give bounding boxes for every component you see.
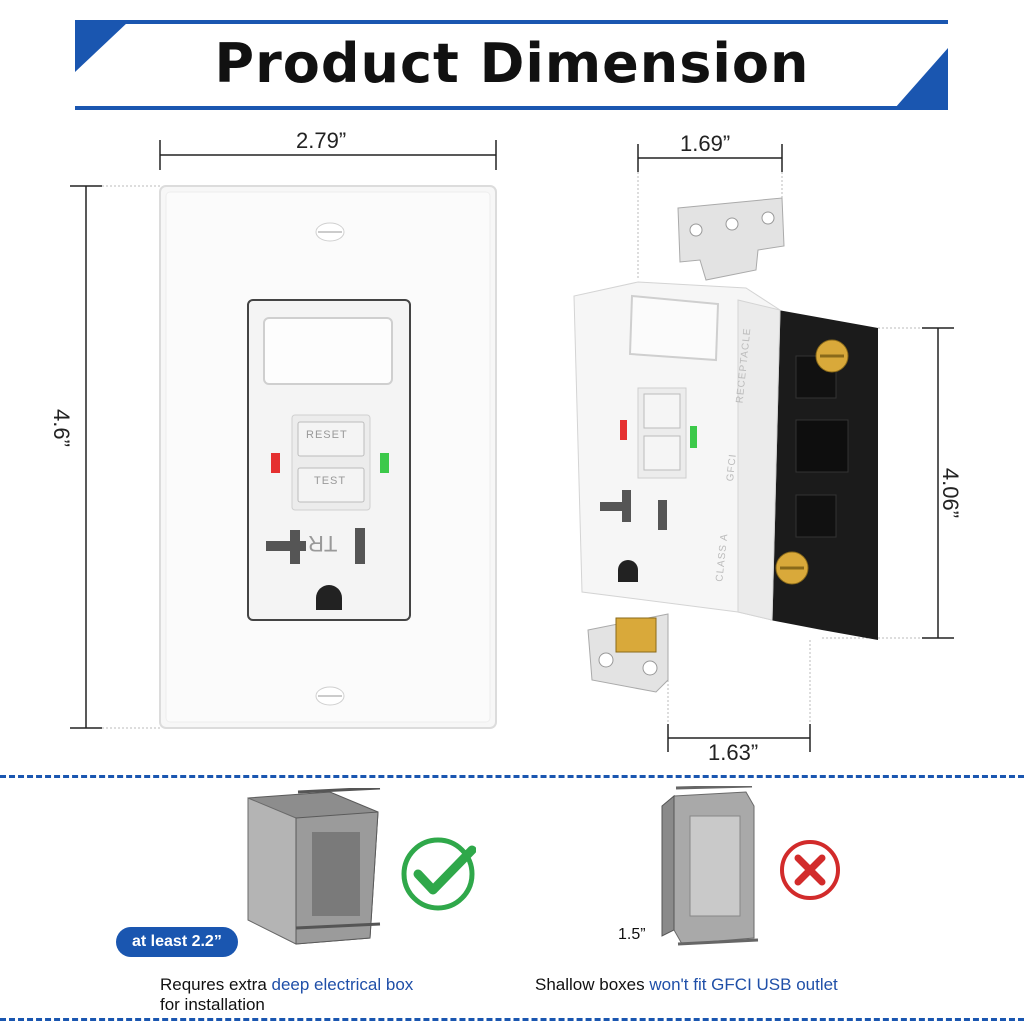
outlet-height-label: 4.06” xyxy=(938,467,964,519)
deep-box-depth-badge: at least 2.2” xyxy=(116,927,238,957)
plate-width-label: 2.79” xyxy=(296,128,347,153)
deep-box-caption-line2: for installation xyxy=(160,995,265,1014)
divider-top xyxy=(0,775,1024,778)
plate-height-label: 4.6” xyxy=(48,409,74,447)
deep-box-caption-highlight: deep electrical box xyxy=(271,975,414,994)
shallow-box-depth-label: 1.5” xyxy=(618,926,646,943)
deep-electrical-box xyxy=(247,788,381,945)
page-title: Product Dimension xyxy=(214,32,810,95)
deep-box-caption-pre: Requres extra xyxy=(160,975,267,994)
tr-label: TR xyxy=(308,531,338,556)
shallow-electrical-box xyxy=(661,786,759,946)
shallow-box-caption-highlight: won't fit GFCI USB outlet xyxy=(649,975,838,994)
check-icon xyxy=(401,837,476,911)
divider-bottom xyxy=(0,1018,1024,1021)
outlet-width-label: 1.69” xyxy=(680,131,731,156)
wall-plate-front xyxy=(70,140,497,729)
shallow-box-caption: Shallow boxes won't fit GFCI USB outlet xyxy=(535,975,915,995)
reset-label: RESET xyxy=(306,429,348,441)
shallow-box-caption-pre: Shallow boxes xyxy=(535,975,645,994)
test-label: TEST xyxy=(314,475,347,487)
header-banner xyxy=(75,20,948,110)
cross-icon xyxy=(780,840,840,900)
deep-box-caption: Requres extra deep electrical box for in… xyxy=(160,975,480,1015)
outlet-depth-label: 1.63” xyxy=(708,740,759,765)
gfci-outlet-side xyxy=(573,144,954,752)
